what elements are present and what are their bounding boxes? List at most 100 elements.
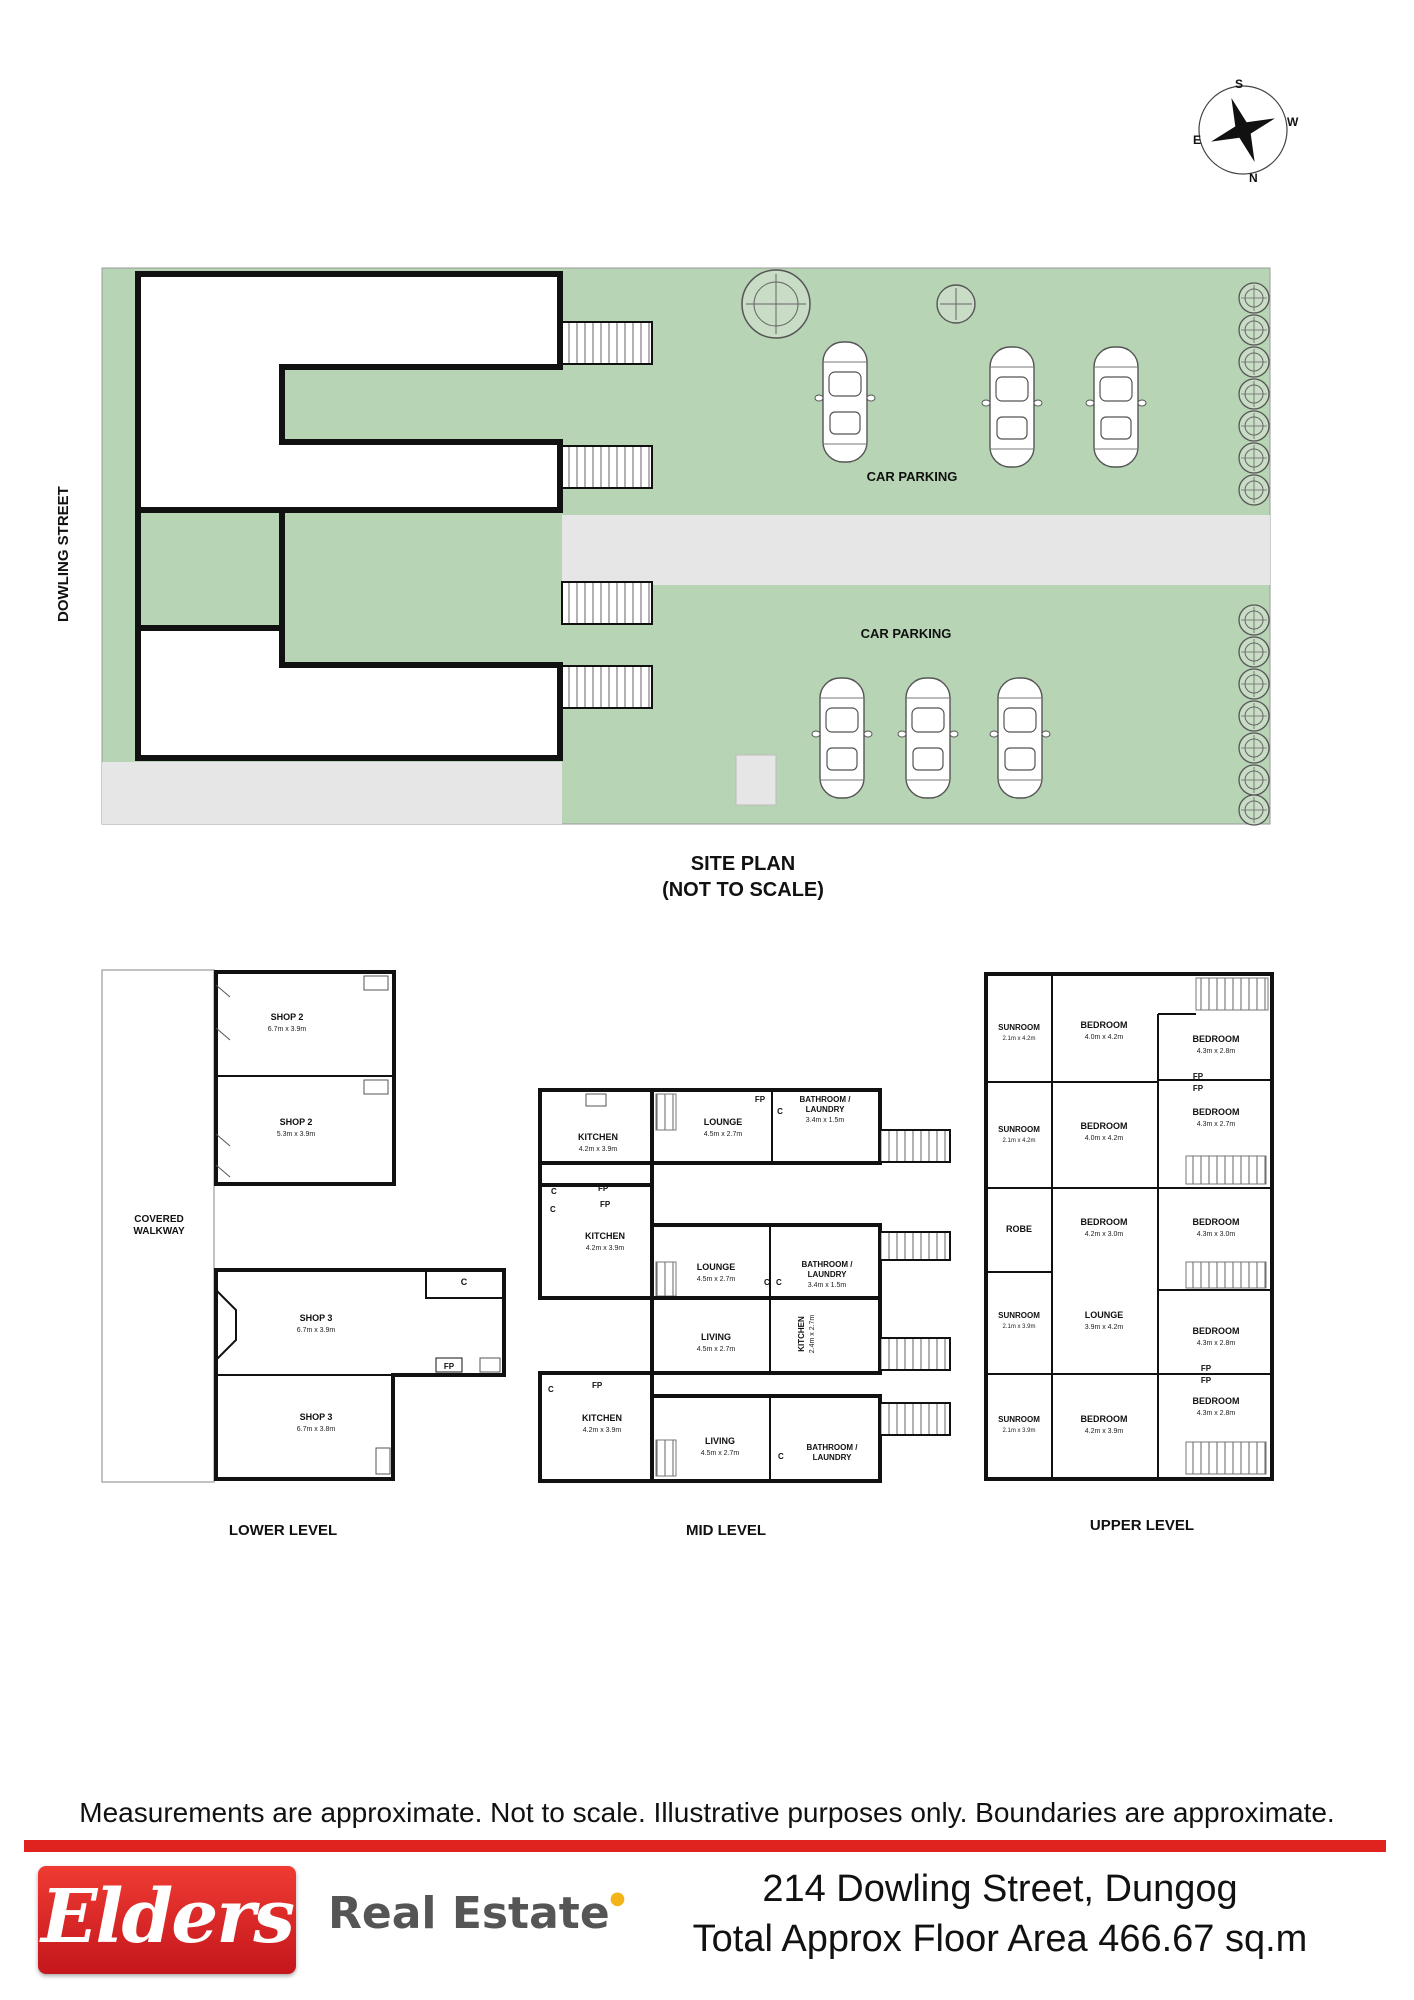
mid-unit-2-kitchen: [538, 1183, 654, 1300]
elders-logo: Elders: [38, 1866, 296, 1974]
room-label: SUNROOM: [998, 1023, 1040, 1032]
tree-icon: [741, 269, 811, 339]
room-label: KITCHEN: [582, 1413, 622, 1423]
stairs: [1185, 1155, 1267, 1185]
fireplace-label: FP: [600, 1200, 611, 1209]
room-label: KITCHEN: [585, 1231, 625, 1241]
external-stairs: [879, 1402, 951, 1436]
level-title: UPPER LEVEL: [1090, 1517, 1194, 1534]
lower-level-plan: COVERED WALKWAY SHOP 2 6.7m x 3.9m SHOP …: [101, 969, 506, 1539]
room-dim: 2.1m x 4.2m: [1002, 1138, 1035, 1144]
shrub-icon: [1238, 700, 1270, 732]
cupboard-label: C: [461, 1277, 468, 1287]
room-dim: 4.3m x 3.0m: [1197, 1231, 1236, 1238]
room-dim: 4.3m x 2.7m: [1197, 1121, 1236, 1128]
compass-w: W: [1287, 115, 1299, 129]
room-dim: 6.7m x 3.9m: [297, 1327, 336, 1334]
compass-e: E: [1193, 133, 1201, 147]
sink-icon: [363, 975, 389, 991]
stairs: [1185, 1441, 1267, 1475]
disclaimer: Measurements are approximate. Not to sca…: [79, 1797, 1335, 1828]
fireplace: [435, 1357, 463, 1373]
room-label: SUNROOM: [998, 1311, 1040, 1320]
room-dim: 4.3m x 2.8m: [1197, 1340, 1236, 1347]
room-label: BATHROOM /: [800, 1095, 852, 1104]
real-estate-wordmark: Real Estate●: [328, 1888, 625, 1939]
door-icon: [215, 984, 231, 1178]
compass-s: S: [1235, 77, 1243, 91]
room-label: WALKWAY: [133, 1226, 185, 1237]
fireplace-label: FP: [1193, 1072, 1204, 1081]
room-label: BEDROOM: [1193, 1326, 1240, 1336]
room-label: LOUNGE: [697, 1262, 736, 1272]
room-label: ROBE: [1006, 1224, 1032, 1234]
room-dim: 4.0m x 4.2m: [1085, 1135, 1124, 1142]
room-label: BEDROOM: [1193, 1396, 1240, 1406]
room-label: BEDROOM: [1193, 1217, 1240, 1227]
compass-star-icon: [1211, 98, 1275, 162]
compass-rose: S W E N: [1193, 77, 1299, 185]
sink-icon: [363, 1079, 389, 1095]
shrub-icon: [1238, 668, 1270, 700]
cupboard-label: C: [548, 1385, 554, 1394]
room-dim: 6.7m x 3.9m: [268, 1026, 307, 1033]
room-label: SHOP 3: [300, 1412, 333, 1422]
room-dim: 4.2m x 3.9m: [586, 1245, 625, 1252]
courtyard-strip: [138, 536, 560, 665]
stairs: [1185, 1261, 1267, 1289]
footpath: [102, 762, 562, 824]
room-dim: 4.2m x 3.9m: [1085, 1428, 1124, 1435]
room-label: BATHROOM /: [802, 1260, 854, 1269]
room-label: LOUNGE: [704, 1117, 743, 1127]
real-estate-label: Real Estate: [328, 1888, 610, 1939]
bay-window: [215, 1289, 237, 1361]
logo-wordmark: Elders: [41, 1874, 295, 1960]
site-stairs-2: [561, 445, 653, 489]
shrub-icon: [1238, 442, 1270, 474]
cupboard-label: C: [776, 1278, 782, 1287]
stairs: [655, 1439, 677, 1477]
room-dim: 3.9m x 4.2m: [1085, 1324, 1124, 1331]
sink-icon: [375, 1447, 391, 1475]
car-icon: [989, 677, 1051, 799]
building-link-wall: [138, 507, 285, 631]
room-label: SHOP 2: [280, 1117, 313, 1127]
mid-unit-3-kitchen: [538, 1371, 654, 1483]
room-dim: 4.3m x 2.8m: [1197, 1410, 1236, 1417]
room-label: BEDROOM: [1081, 1121, 1128, 1131]
car-icon: [897, 677, 959, 799]
level-title: LOWER LEVEL: [229, 1522, 337, 1539]
external-stairs: [879, 1129, 951, 1163]
stairs: [1195, 977, 1269, 1011]
room-label: SUNROOM: [998, 1125, 1040, 1134]
shrub-icon: [1238, 410, 1270, 442]
room-dim: 5.3m x 3.9m: [277, 1131, 316, 1138]
shrub-icon: [1238, 282, 1270, 314]
room-dim: 4.5m x 2.7m: [701, 1450, 740, 1457]
shrub-icon: [1238, 314, 1270, 346]
room-dim: 4.2m x 3.0m: [1085, 1231, 1124, 1238]
room-dim: 2.1m x 3.9m: [1002, 1324, 1035, 1330]
compass-n: N: [1249, 171, 1258, 185]
room-label: SHOP 3: [300, 1313, 333, 1323]
car-icon: [981, 346, 1043, 468]
room-label: COVERED: [134, 1214, 183, 1225]
room-dim: 3.4m x 1.5m: [808, 1282, 847, 1289]
room-dim: 4.2m x 3.9m: [579, 1146, 618, 1153]
cupboard-label: C: [764, 1278, 770, 1287]
fireplace-label: FP: [1193, 1084, 1204, 1093]
room-dim: 6.7m x 3.8m: [297, 1426, 336, 1433]
cupboard-label: C: [550, 1205, 556, 1214]
shop2-block: [214, 970, 396, 1186]
site-stairs-3: [561, 581, 653, 625]
room-label: LAUNDRY: [808, 1270, 847, 1279]
room-label: LIVING: [705, 1436, 735, 1446]
shrub-icon: [1238, 378, 1270, 410]
room-label: LAUNDRY: [806, 1105, 845, 1114]
shrub-icon: [1238, 732, 1270, 764]
room-label: KITCHEN: [797, 1316, 806, 1352]
property-address: 214 Dowling Street, Dungog: [762, 1868, 1238, 1910]
shrub-icon: [1238, 604, 1270, 636]
room-dim: 2.1m x 4.2m: [1002, 1036, 1035, 1042]
fireplace-label: FP: [755, 1095, 766, 1104]
